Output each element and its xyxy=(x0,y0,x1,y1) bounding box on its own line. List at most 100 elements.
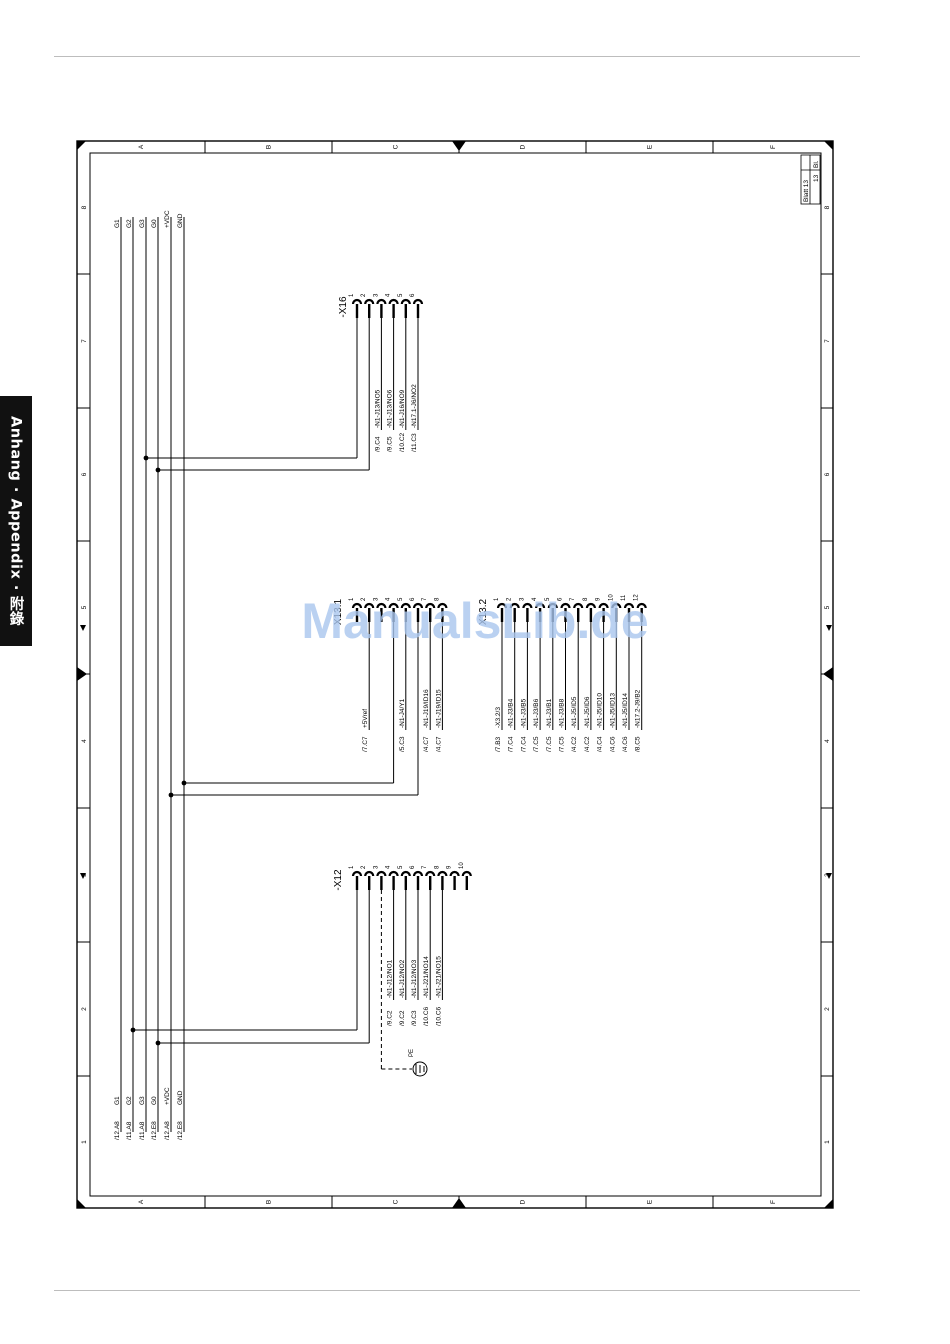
row-label-right: 1 xyxy=(824,1140,831,1144)
wire-ref: /4.C7 xyxy=(423,736,430,752)
wire-label: -X3.2/3 xyxy=(495,707,502,728)
tick-marker xyxy=(80,625,86,631)
row-label-left: 6 xyxy=(81,472,88,476)
drawing-frame: AABBCCDDEEFF1122334455667788 xyxy=(76,140,834,1209)
pin-number: 3 xyxy=(373,865,379,869)
column-label-bottom: A xyxy=(138,1199,145,1204)
wire-ref: /9.C4 xyxy=(374,436,381,452)
bus-ref-bottom: /11.A8 xyxy=(139,1121,146,1140)
bus-ref-bottom: /12.A8 xyxy=(114,1121,121,1140)
pin-socket xyxy=(351,298,363,305)
tick-marker xyxy=(826,625,832,631)
pin-socket xyxy=(636,602,647,609)
pin-socket xyxy=(376,870,387,877)
pin-number: 11 xyxy=(621,594,627,601)
pin-number: 6 xyxy=(410,293,416,297)
bus-ref-bottom: /12.E8 xyxy=(151,1121,158,1140)
row-label-right: 7 xyxy=(824,339,831,343)
pin-number: 10 xyxy=(459,862,465,869)
wire-label: -N1-J3/B6 xyxy=(533,698,540,728)
corner-marker xyxy=(77,141,86,150)
pin-socket xyxy=(388,870,399,877)
footer-rule xyxy=(54,1290,860,1291)
pin-number: 2 xyxy=(361,865,367,869)
junction-dot xyxy=(181,780,187,786)
section-tab-label: Anhang · Appendix · 附錄 xyxy=(7,415,24,627)
junction-dot xyxy=(143,455,149,461)
wire-ref: /7.C4 xyxy=(508,736,515,752)
pin-socket xyxy=(496,602,508,609)
pin-socket xyxy=(535,602,546,609)
corner-marker xyxy=(824,141,833,150)
pin-socket xyxy=(364,870,375,877)
pin-number: 2 xyxy=(507,597,513,601)
wire-label: -N1-J5/ID6 xyxy=(584,696,591,728)
wire-ref: /4.C6 xyxy=(622,736,629,752)
column-label-bottom: D xyxy=(520,1199,527,1204)
pin-socket xyxy=(400,602,411,609)
bus-label-bottom: G1 xyxy=(114,1096,121,1105)
column-label-bottom: F xyxy=(770,1200,777,1204)
connector-name: -X12 xyxy=(333,869,344,891)
pin-socket xyxy=(437,870,448,877)
pin-number: 12 xyxy=(634,594,640,601)
column-label-top: C xyxy=(393,144,400,149)
pin-socket xyxy=(364,298,375,305)
column-label-top: B xyxy=(266,145,273,149)
wire-label: -N1-J5/ID13 xyxy=(609,693,616,728)
wire-ref: /9.C2 xyxy=(387,1010,394,1026)
pin-socket xyxy=(425,870,436,877)
wire-ref: /7.C4 xyxy=(520,736,527,752)
watermark: ManualsLib.de xyxy=(301,593,648,649)
pin-socket xyxy=(412,298,424,305)
wire-label: -N1-J12/NO1 xyxy=(387,959,394,998)
pin-socket xyxy=(573,602,584,609)
bus-label-top: G1 xyxy=(114,219,121,228)
title-block-suffix: Bl. xyxy=(813,160,820,168)
bus-ref-bottom: /12.E8 xyxy=(177,1121,184,1140)
pin-number: 5 xyxy=(398,597,404,601)
wire-ref: /7.C7 xyxy=(362,736,369,752)
column-label-top: D xyxy=(520,144,527,149)
pin-number: 4 xyxy=(532,597,538,601)
pin-socket xyxy=(437,602,448,609)
center-marker-bottom xyxy=(452,1198,466,1208)
row-label-right: 5 xyxy=(824,605,831,609)
pin-number: 5 xyxy=(545,597,551,601)
pin-number: 7 xyxy=(422,597,428,601)
pin-number: 6 xyxy=(410,597,416,601)
pin-number: 1 xyxy=(349,597,355,601)
wire-ref: /4.C6 xyxy=(609,736,616,752)
pin-socket xyxy=(376,602,387,609)
row-label-left: 8 xyxy=(81,205,88,209)
ground-symbol xyxy=(412,1061,428,1077)
pin-socket xyxy=(425,602,436,609)
bus-label-bottom: G3 xyxy=(139,1096,146,1105)
wire-label: -N1-J21/NO15 xyxy=(435,956,442,998)
column-label-bottom: B xyxy=(266,1200,273,1204)
pin-number: 2 xyxy=(361,293,367,297)
pin-socket xyxy=(412,602,424,609)
connector-name: X13.1 xyxy=(333,598,344,625)
wire-ref: /7.C5 xyxy=(546,736,553,752)
section-tab: Anhang · Appendix · 附錄 xyxy=(0,396,32,646)
center-marker-left xyxy=(77,667,87,681)
wire-ref: /4.C2 xyxy=(571,736,578,752)
pin-number: 7 xyxy=(570,597,576,601)
row-label-left: 4 xyxy=(81,739,88,743)
row-label-right: 4 xyxy=(824,739,831,743)
column-label-bottom: E xyxy=(647,1199,654,1204)
pin-number: 3 xyxy=(373,293,379,297)
center-marker-right xyxy=(823,667,833,681)
wire-ref: /9.C2 xyxy=(399,1010,406,1026)
wire-ref: /9.C3 xyxy=(411,1010,418,1026)
connector-name: X13.2 xyxy=(478,598,489,625)
tick-marker xyxy=(80,873,86,879)
tick-marker xyxy=(826,873,832,879)
junction-dot xyxy=(130,1027,136,1033)
bus-label-bottom: +VDC xyxy=(164,1087,171,1105)
pin-number: 5 xyxy=(398,293,404,297)
